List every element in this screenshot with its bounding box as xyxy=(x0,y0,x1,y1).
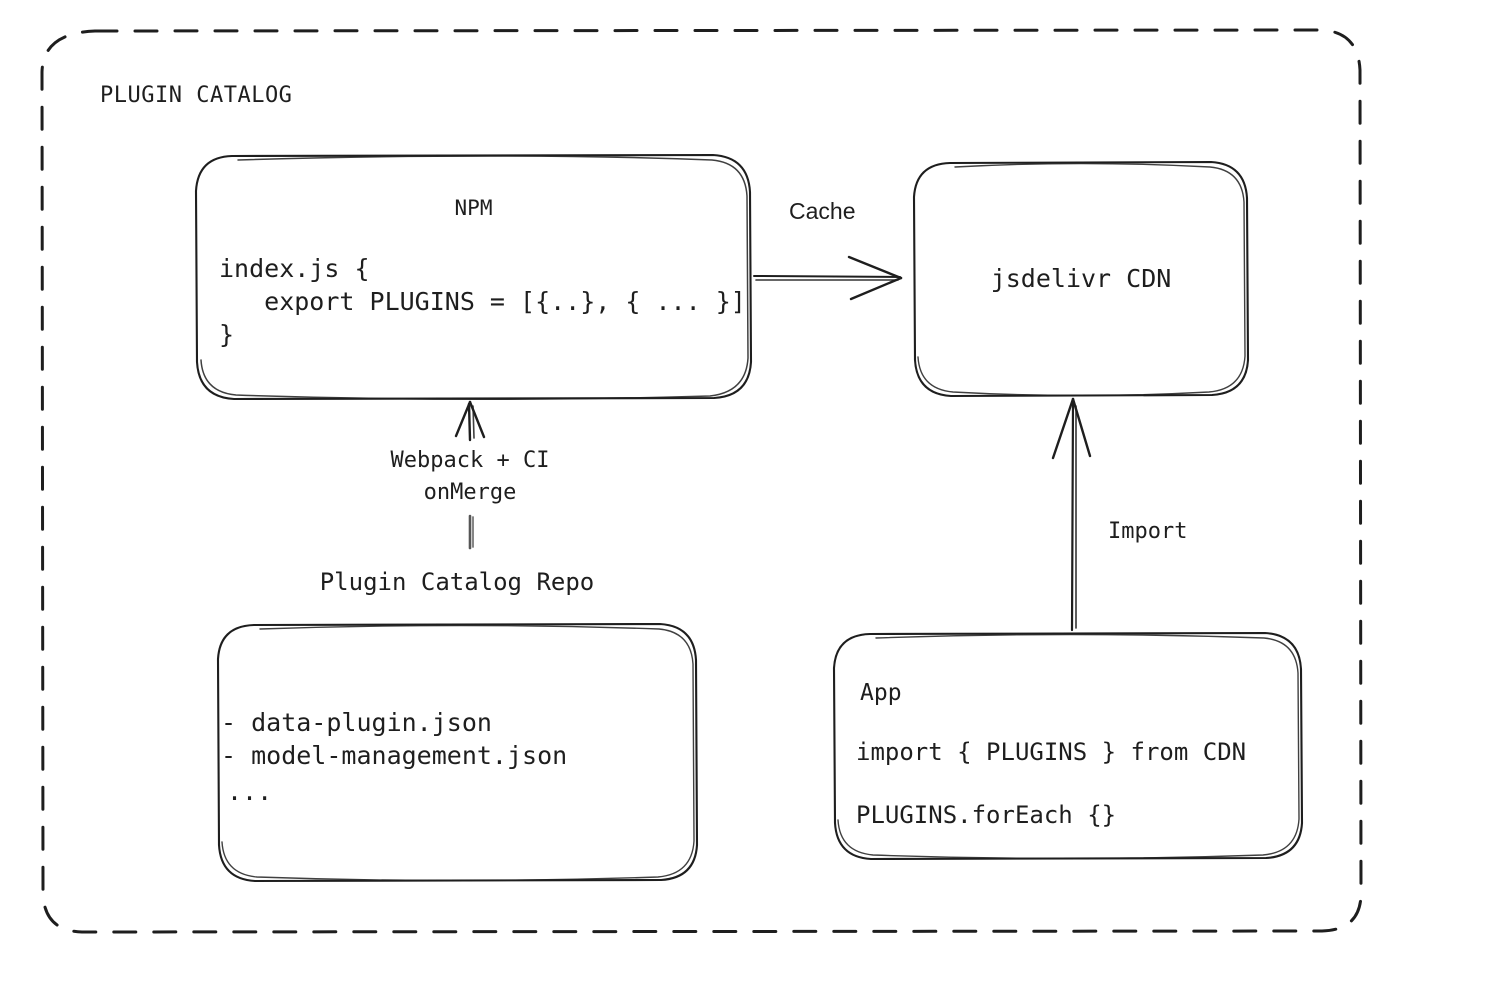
edge-label-import: Import xyxy=(1108,519,1188,544)
repo-node-outside-label: Plugin Catalog Repo xyxy=(319,568,595,596)
edge-label-onmerge: onMerge xyxy=(423,480,517,505)
edge-npm-to-cdn xyxy=(753,255,903,301)
cdn-node-title: jsdelivr CDN xyxy=(990,264,1172,293)
edge-label-cache: Cache xyxy=(789,198,856,224)
app-code-line-1: import { PLUGINS } from CDN xyxy=(856,738,1247,766)
npm-code-line-1: index.js { xyxy=(219,254,370,283)
app-node-title: App xyxy=(860,680,902,706)
npm-code-line-2: export PLUGINS = [{..}, { ... }] xyxy=(219,287,746,316)
repo-file-item-1: - data-plugin.json xyxy=(221,708,492,737)
npm-code-line-3: } xyxy=(219,320,235,349)
repo-file-item-2: - model-management.json xyxy=(221,741,568,770)
app-code-line-2: PLUGINS.forEach {} xyxy=(856,801,1117,829)
edge-repo-to-npm xyxy=(454,400,486,550)
npm-node-title: NPM xyxy=(454,196,493,220)
group-title: PLUGIN CATALOG xyxy=(100,83,293,108)
edge-label-webpack-ci: Webpack + CI xyxy=(390,448,550,473)
edge-app-to-cdn xyxy=(1051,397,1092,632)
repo-file-item-3: ... xyxy=(227,777,273,806)
